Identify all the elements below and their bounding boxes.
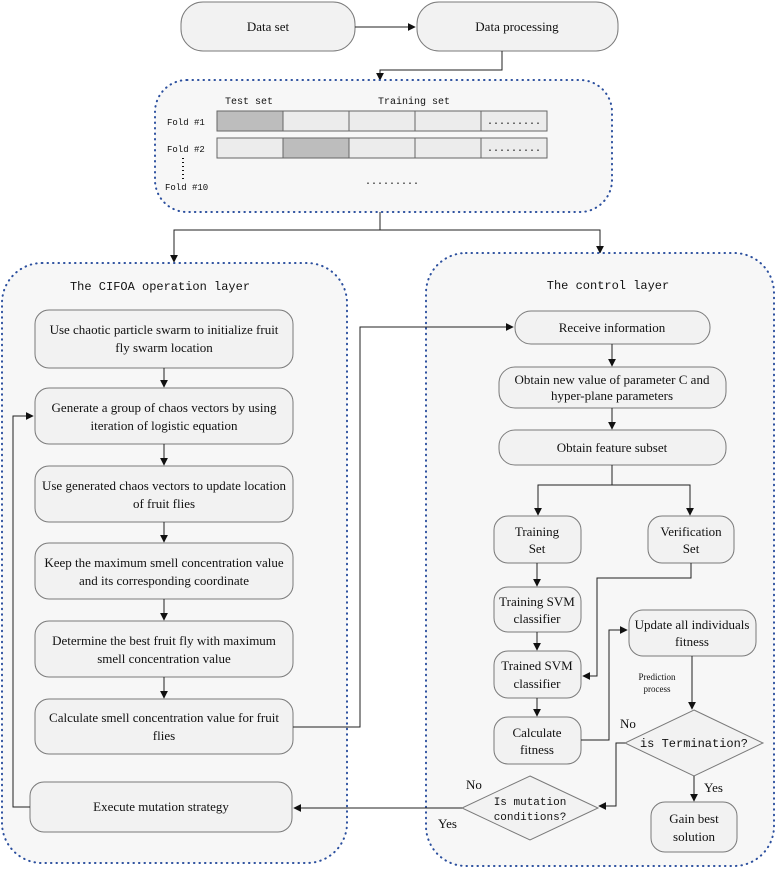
svg-text:Generate a group of chaos vect: Generate a group of chaos vectors by usi… (52, 400, 277, 415)
update-fitness-node: Update all individuals fitness (628, 609, 757, 657)
cifoa-step-keep-max: Keep the maximum smell concentration val… (34, 542, 294, 600)
svg-text:Receive information: Receive information (559, 320, 666, 335)
obtain-parameter-node: Obtain new value of parameter C and hype… (498, 366, 727, 409)
prediction-process-label-2: process (644, 684, 671, 694)
training-svm-node: Training SVM classifier (493, 586, 582, 633)
arrow-verification-trained (582, 563, 692, 680)
svg-text:Execute mutation strategy: Execute mutation strategy (93, 799, 229, 814)
fold-1-label: Fold #1 (167, 118, 205, 128)
svg-text:of fruit flies: of fruit flies (133, 496, 195, 511)
arrow-cv-to-control (380, 229, 604, 254)
svg-text:Training SVM: Training SVM (499, 594, 575, 609)
cifoa-step-init: Use chaotic particle swarm to initialize… (34, 309, 294, 369)
best-solution-node: Gain best solution (650, 801, 738, 853)
fold-2-label: Fold #2 (167, 145, 205, 155)
fold-1-row: ......... (216, 110, 548, 132)
svg-text:Calculate smell concentration: Calculate smell concentration value for … (49, 710, 279, 725)
svg-text:iteration of logistic equation: iteration of logistic equation (91, 418, 238, 433)
svg-text:Trained SVM: Trained SVM (501, 658, 573, 673)
fold-10-label: Fold #10 (165, 183, 208, 193)
arrow-feature-verification (612, 484, 694, 516)
svg-text:smell concentration value: smell concentration value (97, 651, 231, 666)
svg-text:Use chaotic particle swarm to: Use chaotic particle swarm to initialize… (50, 322, 279, 337)
svg-text:Obtain feature subset: Obtain feature subset (557, 440, 668, 455)
termination-no-label: No (620, 716, 636, 731)
svg-text:Use generated chaos vectors to: Use generated chaos vectors to update lo… (42, 478, 287, 493)
control-layer-title: The control layer (547, 279, 669, 293)
svg-text:solution: solution (673, 829, 715, 844)
svg-text:Keep the maximum smell concent: Keep the maximum smell concentration val… (44, 555, 284, 570)
svg-text:.........: ......... (487, 144, 541, 155)
svg-text:classifier: classifier (514, 676, 562, 691)
svg-text:classifier: classifier (514, 611, 562, 626)
svg-text:Verification: Verification (660, 524, 722, 539)
cifoa-step-chaos-vectors: Generate a group of chaos vectors by usi… (34, 387, 294, 445)
arrow-feature-training (534, 465, 613, 516)
termination-yes-label: Yes (704, 780, 723, 795)
svg-text:flies: flies (153, 728, 175, 743)
svg-text:Data set: Data set (247, 19, 290, 34)
test-set-label: Test set (225, 97, 273, 108)
arrow-processing-to-cv (376, 51, 503, 81)
mutation-conditions-decision: Is mutation conditions? (460, 775, 600, 841)
mutation-no-label: No (466, 777, 482, 792)
svg-text:fitness: fitness (520, 742, 554, 757)
arrow-mutation-loop (12, 412, 34, 808)
svg-text:Update all individuals: Update all individuals (635, 617, 750, 632)
svg-text:Gain best: Gain best (669, 811, 719, 826)
svg-text:.........: ......... (487, 117, 541, 128)
arrow-cifoa-to-control (293, 323, 514, 728)
arrow-termination-mutation-cond (598, 742, 625, 810)
svg-text:Determine the best fruit fly w: Determine the best fruit fly with maximu… (52, 633, 276, 648)
mutation-yes-label: Yes (438, 816, 457, 831)
training-set-node: Training Set (493, 515, 582, 564)
termination-decision: is Termination? (623, 709, 765, 777)
cifoa-step-best-fly: Determine the best fruit fly with maximu… (34, 620, 294, 678)
svg-text:Obtain new value of parameter: Obtain new value of parameter C and (515, 372, 710, 387)
svg-text:conditions?: conditions? (494, 812, 567, 824)
cifoa-step-update-location: Use generated chaos vectors to update lo… (34, 465, 294, 523)
feature-subset-node: Obtain feature subset (498, 429, 727, 466)
data-set-node: Data set (180, 1, 356, 52)
cifoa-layer-title: The CIFOA operation layer (70, 280, 250, 294)
training-set-label: Training set (378, 96, 450, 108)
arrow-cv-to-cifoa (170, 212, 381, 263)
verification-set-node: Verification Set (647, 515, 735, 564)
svg-text:Set: Set (683, 541, 700, 556)
arrow-calc-update (581, 626, 628, 741)
fold-10-ellipsis: ......... (365, 177, 419, 188)
svg-text:hyper-plane parameters: hyper-plane parameters (551, 388, 673, 403)
svg-text:Set: Set (529, 541, 546, 556)
svg-text:is Termination?: is Termination? (640, 737, 748, 751)
prediction-process-label: Prediction (639, 672, 676, 682)
cifoa-step-mutation: Execute mutation strategy (29, 781, 293, 833)
receive-information-node: Receive information (514, 310, 711, 345)
fold-2-row: ......... (216, 137, 548, 159)
trained-svm-node: Trained SVM classifier (493, 650, 582, 699)
svg-text:Calculate: Calculate (512, 725, 561, 740)
svg-text:Is mutation: Is mutation (494, 797, 567, 809)
svg-text:fitness: fitness (675, 634, 709, 649)
svg-text:fly swarm location: fly swarm location (115, 340, 213, 355)
svg-text:Training: Training (515, 524, 560, 539)
calculate-fitness-node: Calculate fitness (493, 716, 582, 765)
cifoa-step-calc-smell: Calculate smell concentration value for … (34, 698, 294, 755)
data-processing-node: Data processing (416, 1, 619, 52)
svg-text:Data processing: Data processing (475, 19, 559, 34)
svg-text:and its corresponding coordina: and its corresponding coordinate (79, 573, 249, 588)
